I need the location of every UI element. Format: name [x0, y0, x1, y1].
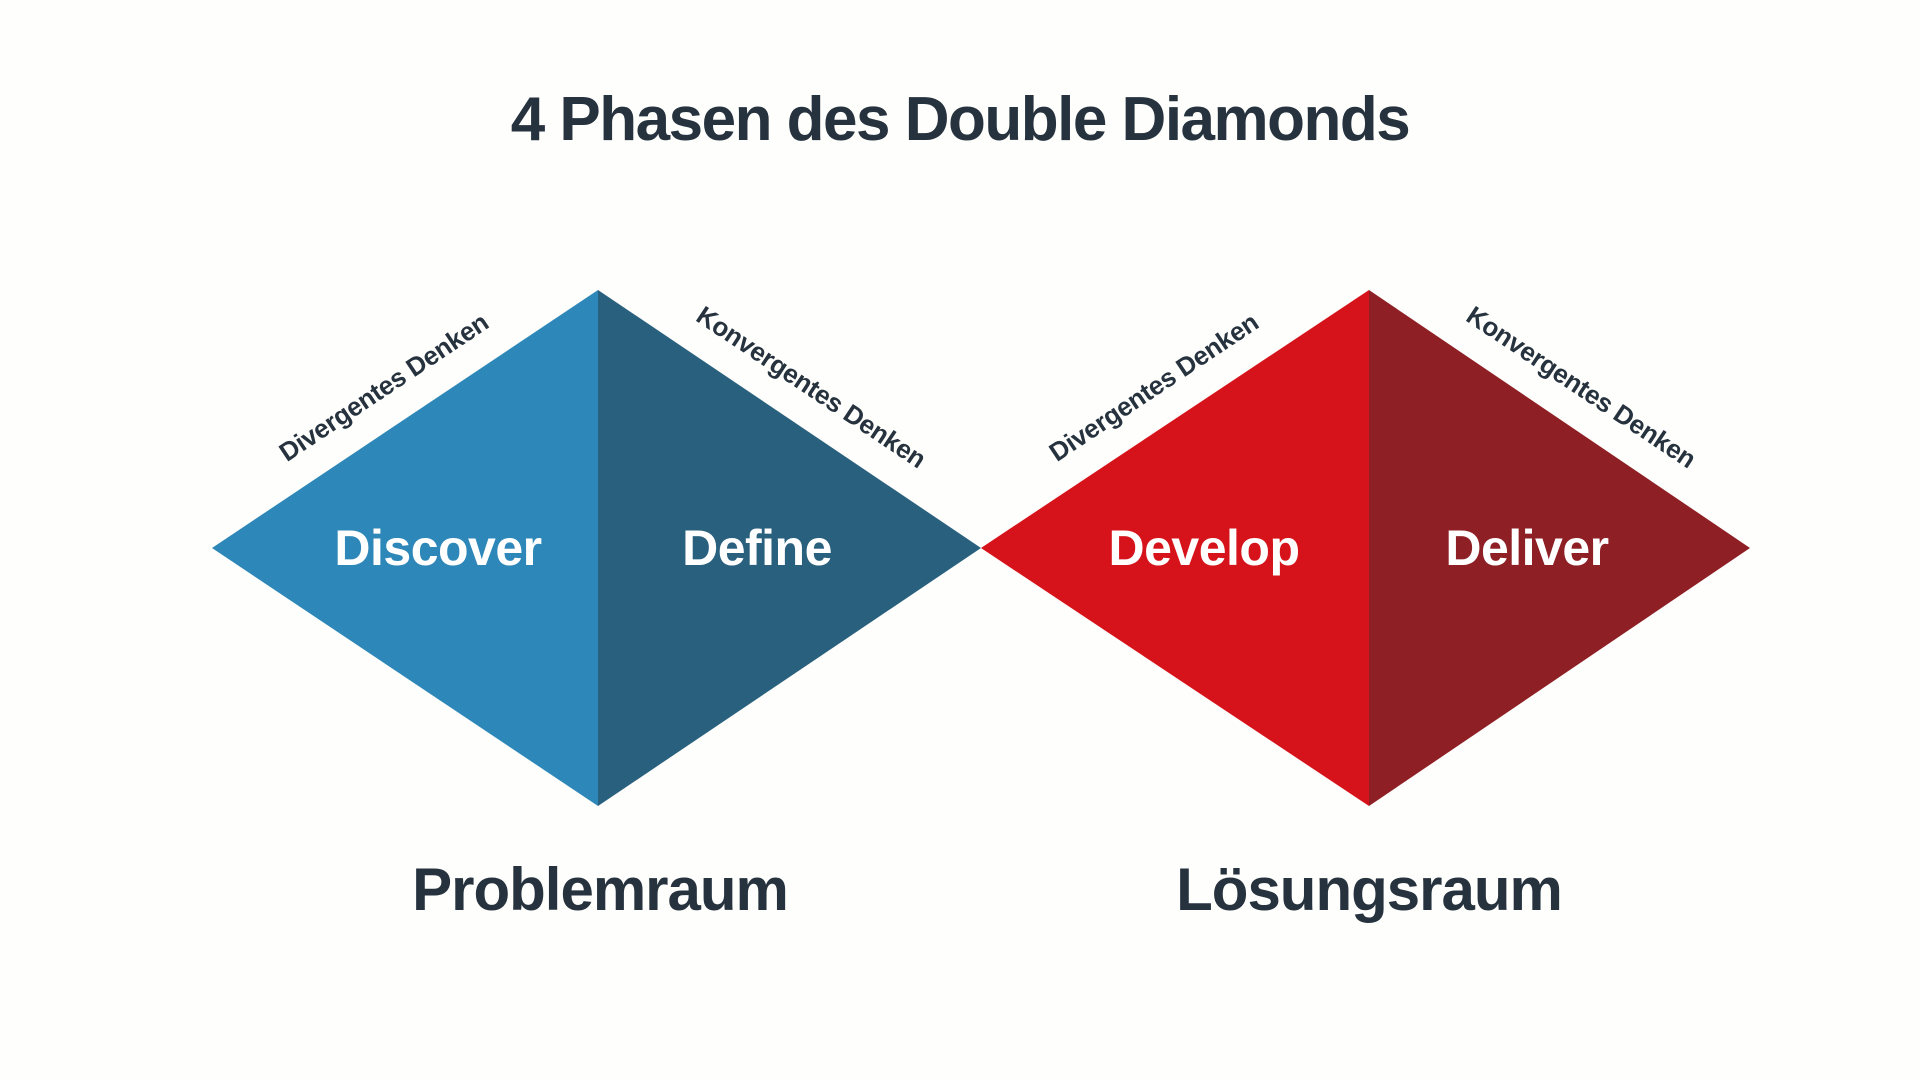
develop-triangle [981, 290, 1369, 806]
page-title: 4 Phasen des Double Diamonds [510, 85, 1411, 154]
solution-space-label: Lösungsraum [1176, 856, 1563, 923]
define-triangle [598, 290, 981, 806]
problem-space-label: Problemraum [412, 856, 789, 923]
phase-label-discover: Discover [334, 520, 542, 576]
phase-label-deliver: Deliver [1445, 520, 1609, 576]
deliver-triangle [1369, 290, 1750, 806]
phase-label-develop: Develop [1108, 520, 1300, 576]
discover-triangle [212, 290, 598, 806]
phase-label-define: Define [682, 520, 832, 576]
